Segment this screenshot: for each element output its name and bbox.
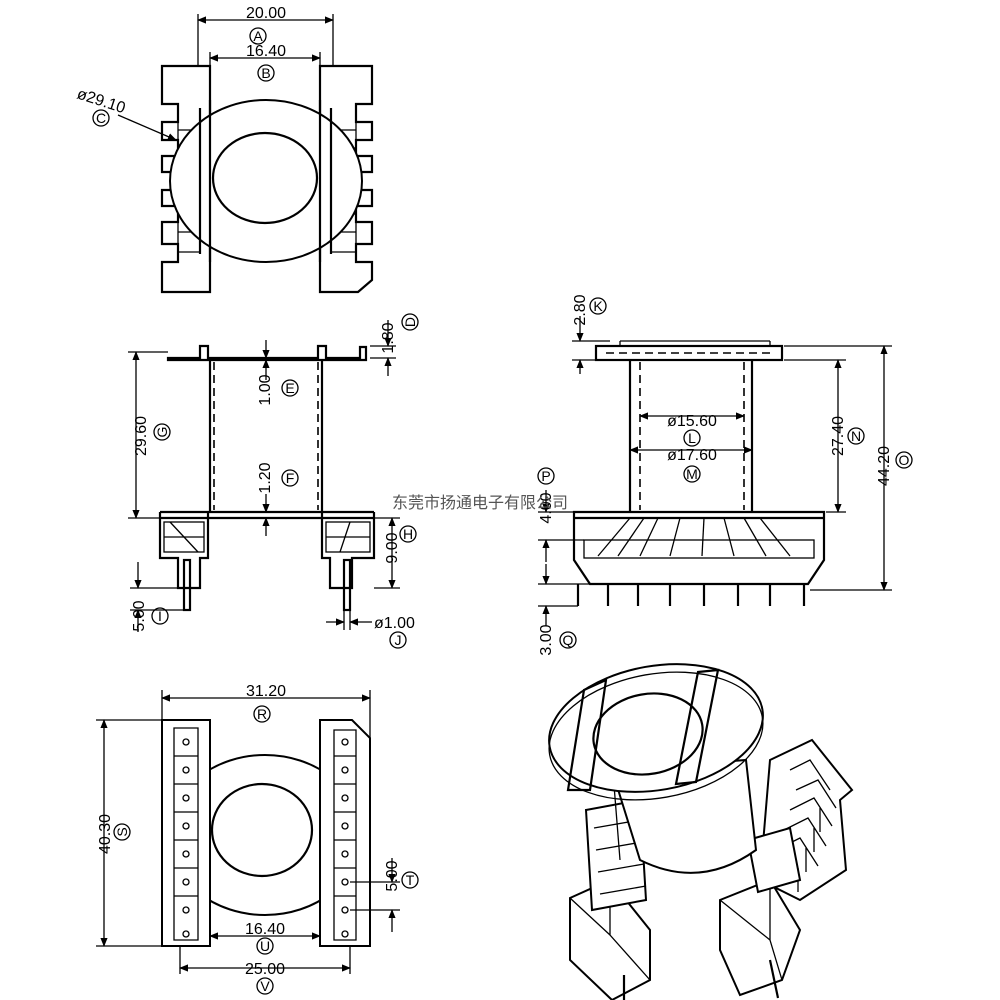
dim-p-tag: P: [541, 468, 550, 484]
dim-p-value: 4.00: [538, 492, 555, 523]
dim-j-tag: J: [395, 632, 402, 648]
dim-s-value: 40.30: [97, 814, 114, 854]
dim-c-tag: C: [96, 110, 106, 126]
dim-a-tag: A: [253, 28, 263, 44]
dim-a-callout: [249, 27, 267, 45]
dim-g-tag: G: [154, 427, 170, 438]
dim-o-value: 44.20: [876, 446, 893, 486]
dim-r-callout: [253, 705, 271, 723]
bottom-view: 31.20 R 40.30 S 5.00 T 16.40 U 25.00 V: [96, 683, 419, 995]
dim-t-value: 5.00: [384, 860, 401, 891]
dim-f-tag: F: [286, 470, 295, 486]
dim-m-value: ø17.60: [667, 447, 717, 464]
dim-g-callout: [153, 423, 171, 441]
company-watermark: 东莞市扬通电子有限公司: [392, 493, 568, 512]
dim-e-value: 1.00: [257, 374, 274, 405]
dim-b-callout: [257, 64, 275, 82]
dim-h-value: 9.00: [384, 532, 401, 563]
dim-e-callout: [281, 379, 299, 397]
dim-f-callout: [281, 469, 299, 487]
dim-h-tag: H: [403, 526, 413, 542]
dim-p-callout: [537, 467, 555, 485]
dim-q-tag: Q: [563, 632, 574, 648]
dim-l-value: ø15.60: [667, 413, 717, 430]
dim-d-tag: D: [402, 317, 418, 327]
dim-q-value: 3.00: [538, 624, 555, 655]
isometric-view: [548, 663, 854, 1000]
dim-v-tag: V: [260, 978, 270, 994]
top-view: 20.00 A 16.40 B ø29.10 C: [75, 5, 374, 294]
dim-k-callout: [589, 297, 607, 315]
dim-r-value: 31.20: [246, 683, 286, 700]
dim-n-tag: N: [851, 428, 861, 444]
dim-o-callout: [895, 451, 913, 469]
dim-v-callout: [256, 977, 274, 995]
dim-l-tag: L: [688, 430, 696, 446]
dim-b-tag: B: [261, 65, 270, 81]
dim-j-value: ø1.00: [374, 615, 415, 632]
dim-q-callout: [559, 631, 577, 649]
dim-u-tag: U: [260, 938, 270, 954]
dim-s-callout: [113, 823, 131, 841]
dim-i-tag: I: [158, 608, 162, 624]
side-view: 2.80 K ø15.60 L ø17.60 M 27.40 N 44.20 O…: [537, 294, 913, 656]
dim-c-callout: [92, 109, 110, 127]
dim-t-tag: T: [406, 872, 415, 888]
dim-u-callout: [256, 937, 274, 955]
dim-h-callout: [399, 525, 417, 543]
dim-t-callout: [401, 871, 419, 889]
dim-v-value: 25.00: [245, 961, 285, 978]
dim-m-tag: M: [686, 466, 698, 482]
dim-k-value: 2.80: [572, 294, 589, 325]
dim-j-callout: [389, 631, 407, 649]
dim-n-value: 27.40: [830, 416, 847, 456]
dim-i-value: 5.00: [131, 600, 148, 631]
dim-d-callout: [401, 313, 419, 331]
dim-d-value: 1.80: [380, 322, 397, 353]
dim-f-value: 1.20: [257, 462, 274, 493]
dim-n-callout: [847, 427, 865, 445]
dim-a-value: 20.00: [246, 5, 286, 22]
dim-k-tag: K: [593, 298, 603, 314]
dim-o-tag: O: [899, 452, 910, 468]
dim-g-value: 29.60: [133, 416, 150, 456]
dim-e-tag: E: [285, 380, 294, 396]
dim-s-tag: S: [114, 827, 130, 836]
dim-b-value: 16.40: [246, 43, 286, 60]
dim-u-value: 16.40: [245, 921, 285, 938]
dim-m-callout: [683, 465, 701, 483]
dim-i-callout: [151, 607, 169, 625]
dim-r-tag: R: [257, 706, 267, 722]
dim-l-callout: [683, 429, 701, 447]
front-view: 1.80 D 1.00 E 1.20 F 29.60 G 9.00 H 5.00: [128, 313, 419, 649]
